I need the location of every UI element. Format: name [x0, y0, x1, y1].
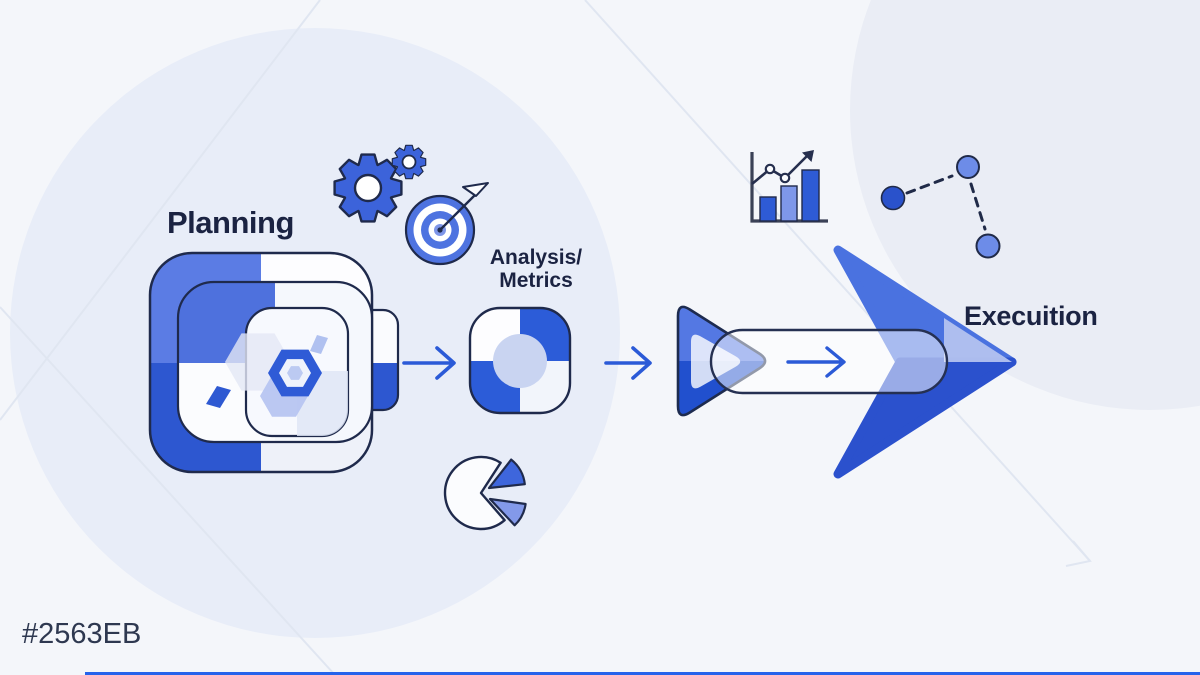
dotted-segment-2 [969, 182, 987, 231]
gear-small-hub [401, 154, 417, 170]
big-arrow-icon [833, 245, 1017, 479]
chart-bar-2 [780, 185, 798, 222]
texture-line-left [0, 0, 321, 421]
gear-large-hub [353, 173, 383, 203]
target-icon [404, 182, 489, 266]
analysis-label-line2: Metrics [499, 269, 573, 292]
chart-point-1 [764, 163, 776, 175]
dotted-segment-1 [905, 174, 954, 195]
chart-bar-1 [759, 196, 777, 222]
chart-trend-arrowhead [802, 150, 814, 162]
pill-arrow [786, 346, 846, 378]
pill-arrow-icon [709, 328, 949, 395]
quadrant-circle-icon [468, 306, 572, 415]
hex-code-label: #2563EB [22, 618, 142, 650]
planning-label: Planning [167, 205, 294, 240]
chart-point-2 [779, 172, 791, 184]
flow-arrow-1 [402, 346, 456, 380]
chart-bar-3 [801, 169, 820, 222]
node-light-2 [975, 233, 1001, 259]
texture-line-diagonal [584, 0, 1091, 562]
analysis-metrics-label: Analysis/ Metrics [476, 246, 596, 292]
pie-chart-icon [443, 455, 527, 531]
planning-hexagon-cluster [206, 333, 328, 417]
texture-line-bottom-left [0, 306, 336, 675]
dart-shaft [439, 193, 477, 231]
texture-lines [0, 0, 1092, 675]
dotted-path-icon [880, 155, 1001, 259]
planning-middle-border [176, 280, 374, 444]
pie-slice-light [488, 497, 527, 527]
gears-icon [333, 144, 427, 223]
analysis-label-line1: Analysis/ [489, 246, 583, 269]
chart-trend-line [751, 152, 811, 185]
pie-body [443, 455, 506, 531]
planning-app-icon [148, 251, 400, 474]
node-light-1 [956, 155, 980, 179]
texture-line-arrowhead [1065, 540, 1092, 567]
parallelogram-light [310, 335, 328, 354]
background-blob-right [850, 0, 1200, 410]
bottom-accent-bar [85, 672, 1200, 675]
hexagon-tiny [287, 366, 303, 380]
execution-label: Execuition [964, 301, 1098, 331]
node-dark [880, 185, 906, 211]
dart-fletching [462, 182, 489, 197]
flow-arrow-2 [604, 346, 652, 380]
parallelogram-blue [206, 386, 231, 408]
bar-chart-icon [750, 150, 828, 223]
big-arrow-light-tip [944, 318, 1012, 362]
pie-slice-dark [487, 458, 526, 490]
